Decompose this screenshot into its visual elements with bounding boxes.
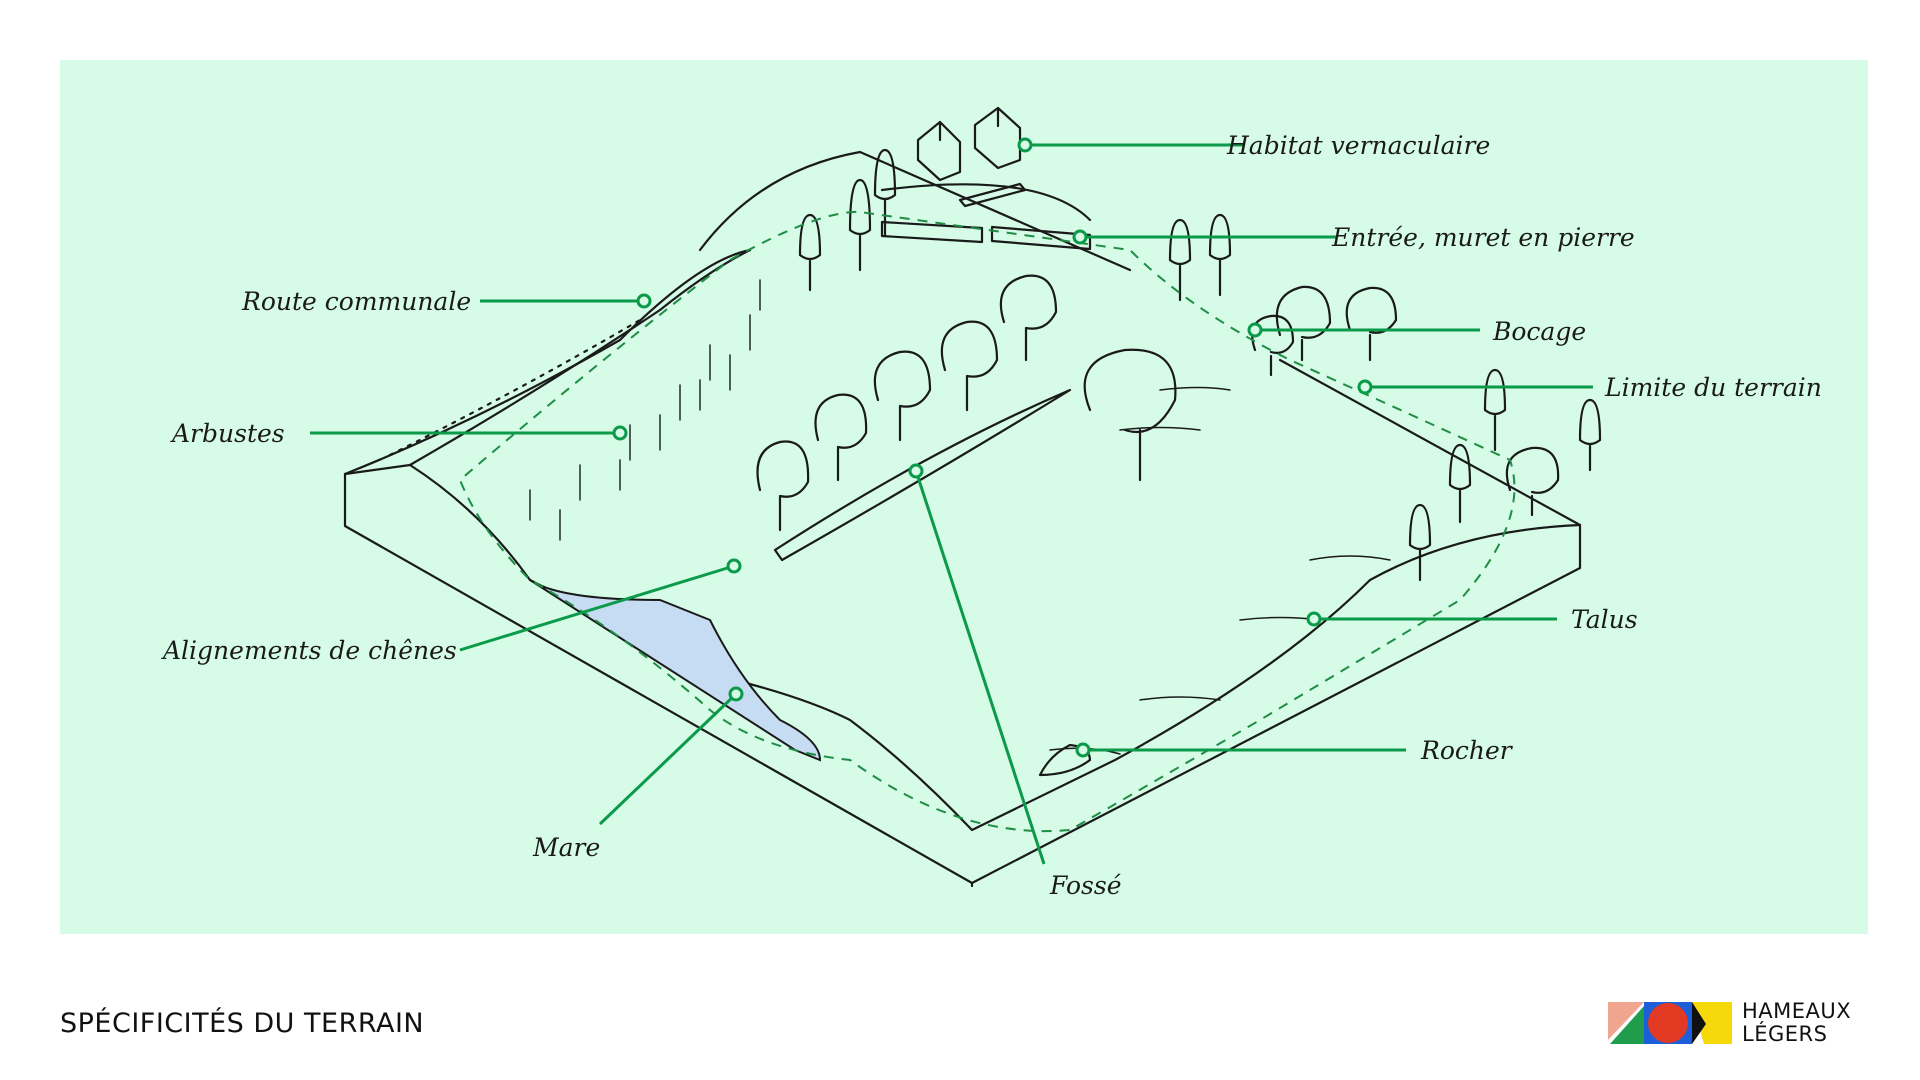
- pond: [529, 579, 822, 762]
- label-entree: Entrée, muret en pierre: [1332, 223, 1635, 252]
- label-alignements: Alignements de chênes: [163, 636, 457, 665]
- property-limit-line: [458, 210, 1516, 833]
- ditch: [773, 388, 1072, 562]
- brand-logo: HAMEAUX LÉGERS: [1606, 1000, 1886, 1046]
- callout-limite: [1357, 379, 1593, 395]
- poplar-trees: [798, 148, 1602, 582]
- oak-trees: [756, 274, 1177, 532]
- road-centre: [388, 318, 642, 457]
- terrain-illustration: [310, 106, 1602, 888]
- callout-entree: [1072, 229, 1337, 245]
- brand-wordmark: HAMEAUX LÉGERS: [1742, 1000, 1851, 1046]
- callout-bocage: [1247, 322, 1480, 338]
- entrance-arc: [880, 183, 1092, 222]
- label-talus: Talus: [1571, 605, 1638, 634]
- brand-line-1: HAMEAUX: [1742, 999, 1852, 1023]
- label-bocage: Bocage: [1493, 317, 1587, 346]
- callout-alignements: [459, 558, 742, 652]
- terrain-panel: Habitat vernaculaire Entrée, muret en pi…: [60, 60, 1868, 934]
- label-habitat: Habitat vernaculaire: [1227, 131, 1491, 160]
- hedge-trees: [1251, 285, 1560, 517]
- entrance-path: [958, 182, 1027, 208]
- right-edge: [1278, 358, 1582, 527]
- label-mare: Mare: [533, 833, 601, 862]
- slope-edge: [698, 150, 1132, 272]
- page-title: SPÉCIFICITÉS DU TERRAIN: [60, 1008, 425, 1039]
- label-route: Route communale: [242, 287, 472, 316]
- callout-habitat: [1017, 137, 1243, 153]
- house-1: [916, 120, 962, 182]
- brand-line-2: LÉGERS: [1742, 1022, 1828, 1046]
- label-rocher: Rocher: [1421, 736, 1512, 765]
- terrain-top-front-edge: [343, 463, 1582, 832]
- label-fosse: Fossé: [1050, 871, 1122, 900]
- callout-rocher: [1075, 742, 1406, 758]
- house-2: [973, 106, 1022, 170]
- callout-arbustes: [310, 425, 628, 441]
- label-arbustes: Arbustes: [172, 419, 285, 448]
- label-limite: Limite du terrain: [1605, 373, 1822, 402]
- stone-wall-left: [880, 220, 984, 244]
- stone-wall-right: [990, 225, 1092, 251]
- road-edge-inner: [408, 248, 752, 467]
- callout-talus: [1306, 611, 1557, 627]
- shrubs: [529, 279, 761, 541]
- callout-route: [480, 293, 652, 309]
- road-edge: [343, 248, 752, 476]
- terrain-block-outline: [343, 472, 1582, 888]
- hameaux-legers-logo-icon: [1608, 1002, 1732, 1044]
- callout-fosse: [908, 463, 1046, 865]
- callout-mare: [598, 686, 744, 826]
